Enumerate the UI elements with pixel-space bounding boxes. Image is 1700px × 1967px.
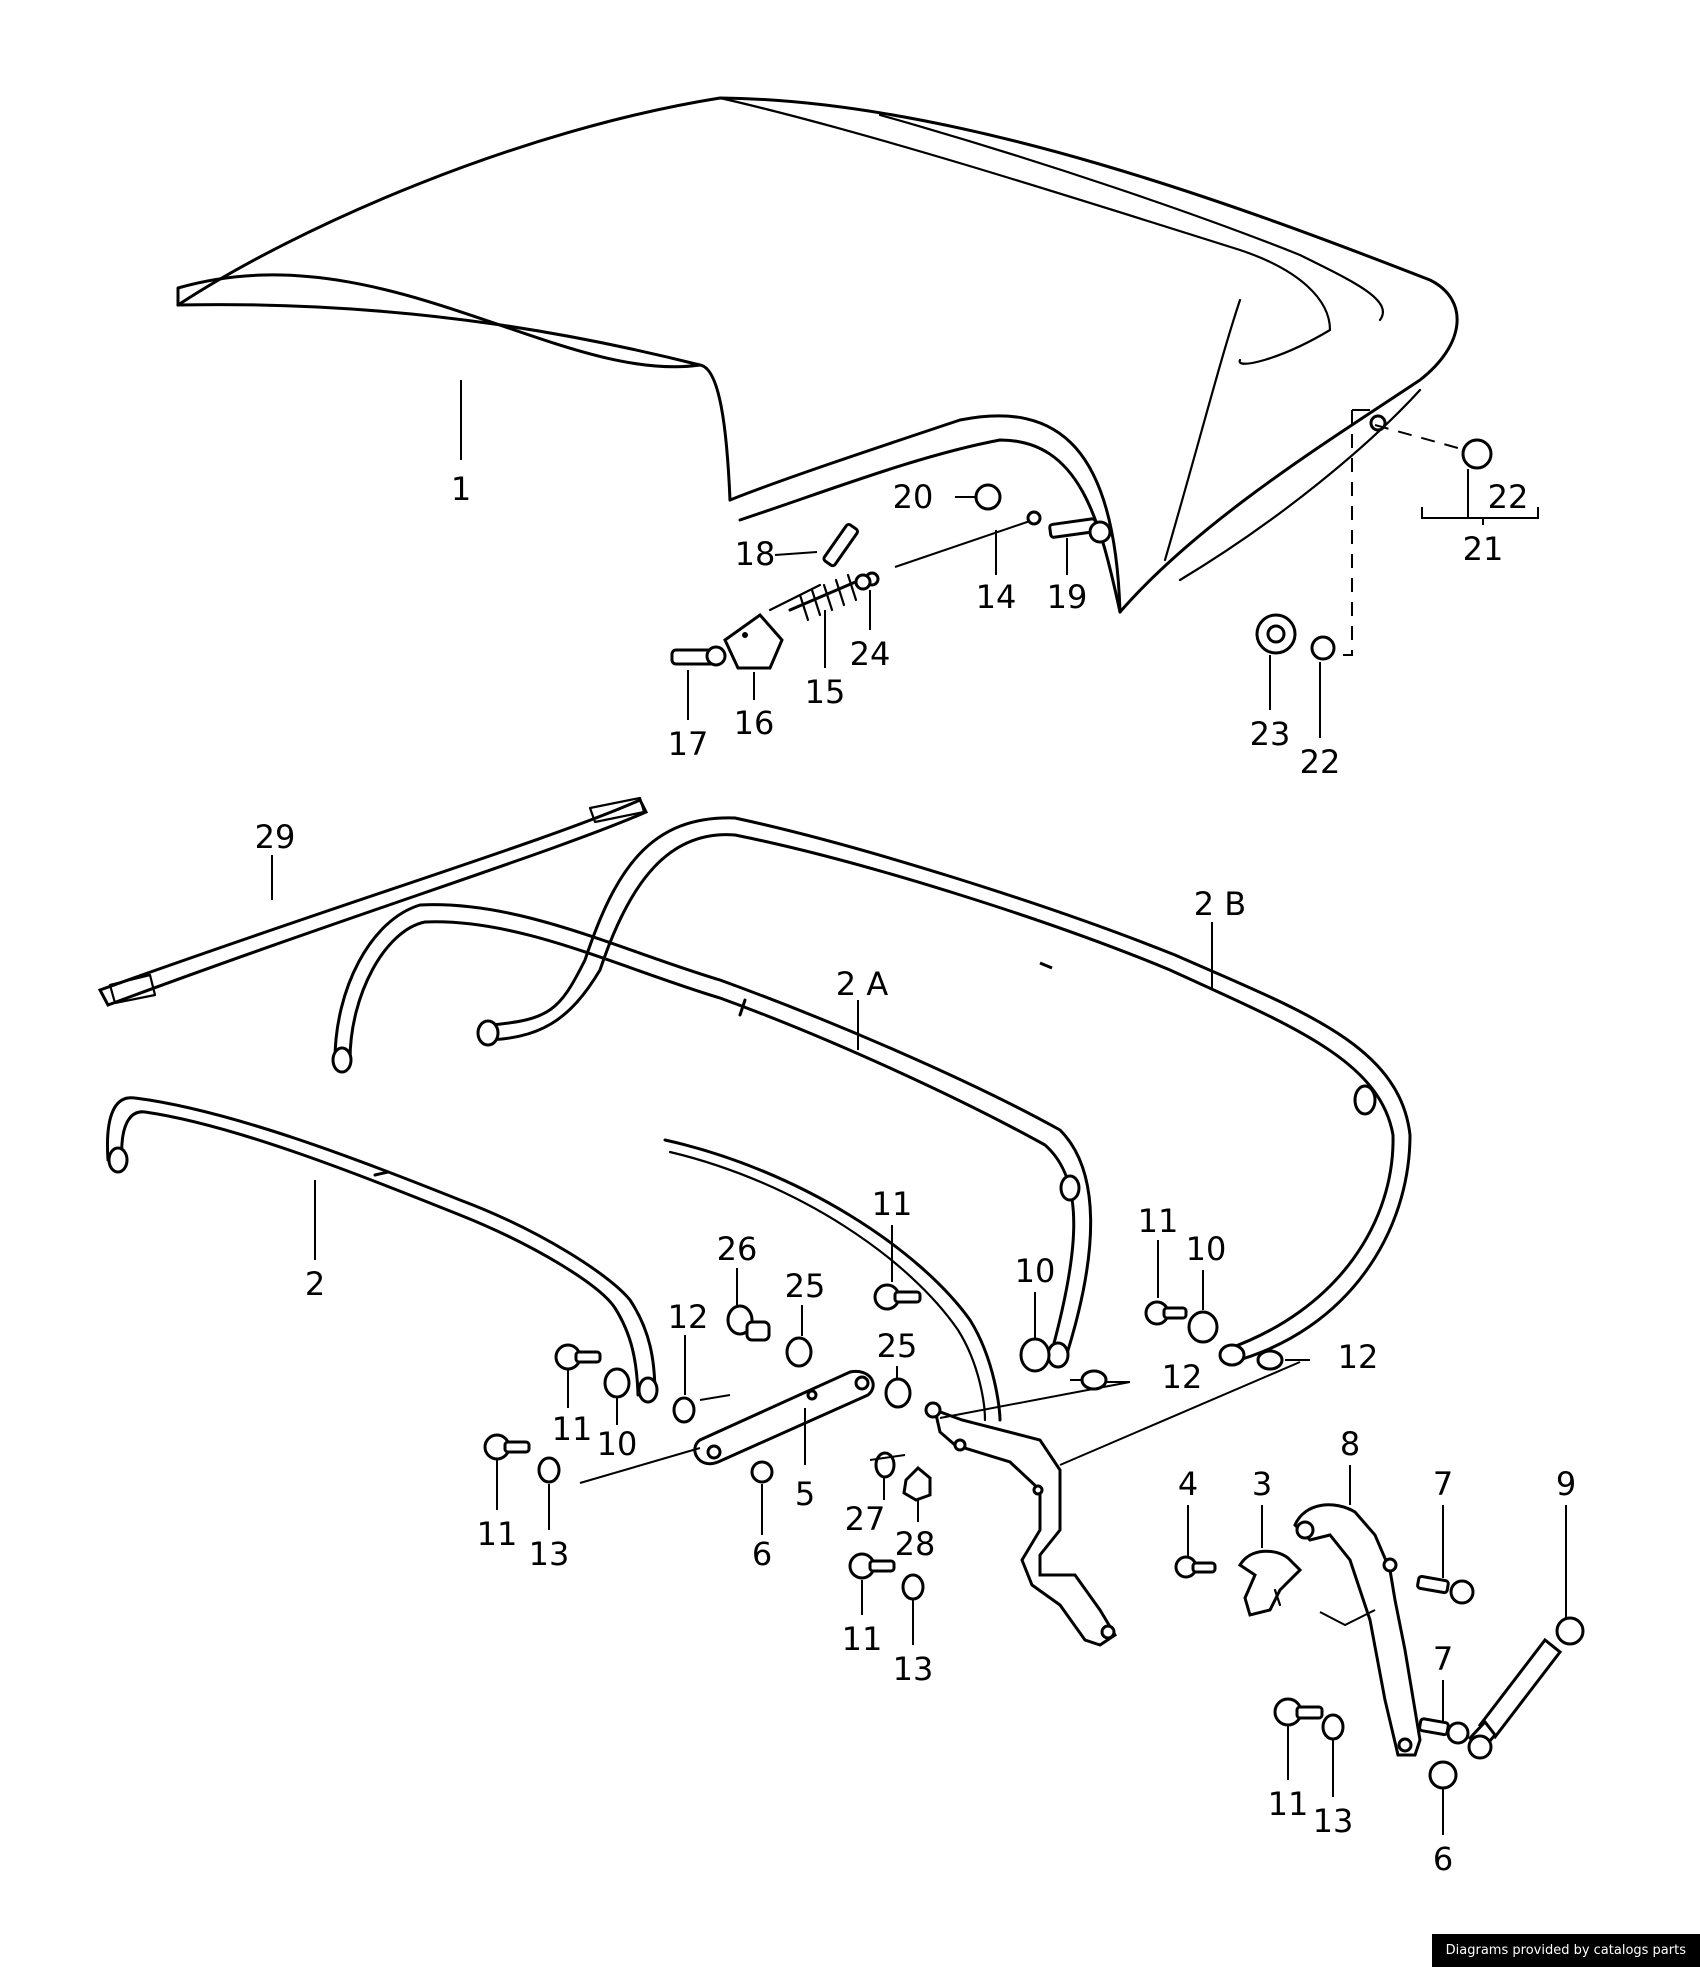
- label-11-f: 11: [1268, 1785, 1309, 1823]
- callout-labels: 1 20 14 19 18 24 15 16 17 23 22 22 21 29…: [255, 470, 1577, 1878]
- leader-lines: [271, 380, 1567, 1835]
- label-2: 2: [305, 1265, 325, 1303]
- rear-rod: [663, 1138, 1002, 1422]
- label-27: 27: [845, 1500, 886, 1538]
- label-5: 5: [795, 1475, 815, 1513]
- label-6-a: 6: [752, 1535, 772, 1573]
- label-22-upper: 22: [1488, 478, 1529, 516]
- label-10-b: 10: [1186, 1230, 1227, 1268]
- label-13-a: 13: [529, 1535, 570, 1573]
- label-25-a: 25: [785, 1267, 826, 1305]
- label-18: 18: [735, 535, 776, 573]
- label-12-a: 12: [668, 1298, 709, 1336]
- label-24: 24: [850, 635, 891, 673]
- label-12-c: 12: [1338, 1338, 1379, 1376]
- bolt-26: [726, 1304, 771, 1342]
- linkage: [483, 1283, 1310, 1647]
- credit-banner: Diagrams provided by catalogs parts: [1431, 1934, 1700, 1967]
- label-29: 29: [255, 818, 296, 856]
- label-10-c: 10: [597, 1425, 638, 1463]
- bow-2b: [476, 816, 1412, 1367]
- label-7-b: 7: [1433, 1640, 1453, 1678]
- label-2a: 2 A: [836, 965, 889, 1003]
- bolt-11-c: [554, 1343, 602, 1371]
- bow-2a: [331, 903, 1093, 1369]
- bolt-11-d: [483, 1433, 531, 1461]
- label-22-lower: 22: [1300, 743, 1341, 781]
- hardtop-hardware: [670, 409, 1493, 670]
- label-11-c: 11: [552, 1410, 593, 1448]
- label-11-d: 11: [477, 1515, 518, 1553]
- label-13-b: 13: [893, 1650, 934, 1688]
- hinge-assembly: [1174, 1503, 1585, 1790]
- label-7-a: 7: [1433, 1465, 1453, 1503]
- label-25-b: 25: [877, 1327, 918, 1365]
- spring: [788, 573, 872, 622]
- label-20: 20: [893, 478, 934, 516]
- bolt-11-a: [873, 1283, 922, 1311]
- label-4: 4: [1178, 1465, 1198, 1503]
- label-17: 17: [668, 725, 709, 763]
- bolt-11-b: [1144, 1300, 1188, 1326]
- bow-2: [105, 1096, 659, 1404]
- label-16: 16: [734, 704, 775, 742]
- label-28: 28: [895, 1525, 936, 1563]
- label-9: 9: [1556, 1465, 1576, 1503]
- label-14: 14: [976, 578, 1017, 616]
- label-3: 3: [1252, 1465, 1272, 1503]
- label-23: 23: [1250, 715, 1291, 753]
- label-26: 26: [717, 1230, 758, 1268]
- hardtop-shell: [176, 96, 1459, 614]
- label-21: 21: [1463, 530, 1504, 568]
- label-11-a: 11: [872, 1185, 913, 1223]
- label-6-b: 6: [1433, 1840, 1453, 1878]
- gas-strut: [1467, 1616, 1585, 1760]
- label-13-c: 13: [1313, 1802, 1354, 1840]
- bolt-11-e: [848, 1552, 896, 1580]
- label-8: 8: [1340, 1425, 1360, 1463]
- label-19: 19: [1047, 578, 1088, 616]
- label-15: 15: [805, 673, 846, 711]
- label-11-b: 11: [1138, 1202, 1179, 1240]
- label-2b: 2 B: [1194, 885, 1246, 923]
- label-11-e: 11: [842, 1620, 883, 1658]
- label-12-b: 12: [1162, 1358, 1203, 1396]
- label-1: 1: [451, 470, 471, 508]
- trim-strip: [97, 796, 649, 1007]
- label-10-a: 10: [1015, 1252, 1056, 1290]
